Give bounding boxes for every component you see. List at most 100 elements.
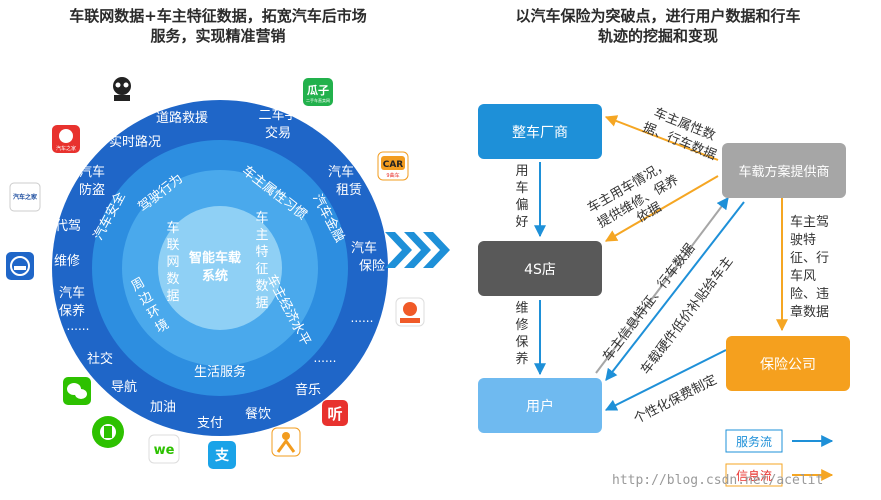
label-peripheral-environment-line: 边 <box>137 289 156 308</box>
label-car-preference-line: 用 <box>515 164 528 179</box>
label-peripheral-environment-line: 周 <box>129 275 148 294</box>
car-app-sub-label: 9曲车 <box>386 172 399 179</box>
legend-service-box <box>725 429 783 453</box>
label-rental-1: 汽车 <box>328 164 354 180</box>
label-repair: 维修 <box>54 254 80 269</box>
arrow-insurer-to-user <box>604 349 727 411</box>
navigation-app-icon <box>92 416 124 448</box>
label-car-preference-line: 车 <box>515 180 528 196</box>
label-driving-risk-data-line: 驶特 <box>790 233 816 248</box>
wechat-app-icon <box>63 377 91 405</box>
right-title-line2: 轨迹的挖掘和变现 <box>597 27 718 45</box>
wepay-label: we <box>154 443 175 458</box>
legend-info-label: 信息流 <box>736 468 772 483</box>
autohome-red-icon: 汽车之家 <box>52 125 80 153</box>
label-used-car-2: 交易 <box>265 125 291 141</box>
label-owner-traits-data-line: 特 <box>255 245 268 260</box>
label-vehicle-network-data-line: 据 <box>166 289 179 304</box>
left-title-line2: 服务，实现精准营销 <box>150 27 286 45</box>
label-peripheral-environment-line: 环 <box>145 303 164 322</box>
arrow-insurer-to-provider-hw <box>605 201 745 381</box>
label-catering: 餐饮 <box>245 406 271 422</box>
label-realtime-traffic: 实时路况 <box>109 134 161 150</box>
node-oem <box>478 104 602 159</box>
legend-service-label: 服务流 <box>736 434 772 449</box>
label-used-car-1: 二车手 <box>258 107 297 123</box>
label-owner-traits-data: 车主特征数据 <box>255 210 268 311</box>
label-navigation: 导航 <box>111 379 137 395</box>
label-designated-driving: 代驾 <box>55 219 81 234</box>
right-title-line1: 以汽车保险为突破点，进行用户数据和行车 <box>515 7 801 25</box>
alipay-app-icon: 支 <box>208 441 236 469</box>
autohome-blue-label: 汽车之家 <box>13 193 37 201</box>
label-repair-maintenance-line: 维 <box>515 301 528 316</box>
catering-app-icon <box>271 427 301 457</box>
blog-watermark: http://blog.csdn.net/acelit <box>612 473 824 488</box>
autohome-blue-icon: 汽车之家 <box>9 182 41 212</box>
arrow-provider-to-4s <box>604 175 719 242</box>
wepay-app-icon: we <box>148 434 180 464</box>
label-driving-risk-data-line: 车主驾 <box>790 214 829 230</box>
car-app-label: CAR <box>383 160 404 170</box>
label-peripheral-environment-line: 境 <box>153 317 172 336</box>
label-car-preference-line: 偏 <box>515 198 528 213</box>
label-anti-theft-1: 汽车 <box>79 164 105 180</box>
node-user <box>478 378 602 433</box>
steering-wheel-app-icon <box>6 252 34 280</box>
label-road-rescue: 道路救援 <box>156 110 208 126</box>
label-refuel: 加油 <box>150 400 176 415</box>
music-app-label: 听 <box>327 405 342 423</box>
label-owner-info-traits: 车主信息特征、行车数据 <box>599 241 698 365</box>
guazi-sub-label: 二手车直卖网 <box>306 97 330 103</box>
label-driving-risk-data-line: 险、违 <box>790 287 829 302</box>
label-owner-traits-data-line: 主 <box>255 228 268 243</box>
node-4s-shop <box>478 241 602 296</box>
node-provider <box>722 143 846 198</box>
rescue-robot-icon <box>108 76 136 102</box>
label-vehicle-network-data-line: 联 <box>166 238 179 253</box>
label-personalized-premium: 个性化保费制定 <box>631 373 719 428</box>
label-anti-theft-2: 防盗 <box>79 182 105 198</box>
transition-chevrons-icon <box>385 232 450 268</box>
label-middle-dots: ...... <box>314 351 337 365</box>
label-repair-maintenance-line: 修 <box>515 318 528 333</box>
label-payment: 支付 <box>197 416 223 431</box>
node-oem-label: 整车厂商 <box>512 124 568 141</box>
arrow-user-to-provider <box>595 197 729 374</box>
location-pin-app-icon <box>395 297 425 327</box>
label-social: 社交 <box>87 351 113 367</box>
alipay-label: 支 <box>214 447 230 464</box>
node-user-label: 用户 <box>526 398 554 415</box>
left-title-line1: 车联网数据+车主特征数据，拓宽汽车后市场 <box>69 7 367 25</box>
label-vehicle-network-data-line: 网 <box>166 255 179 270</box>
node-4s-label: 4S店 <box>524 262 556 278</box>
label-vehicle-network-data-line: 数 <box>166 272 179 287</box>
label-car-preference-line: 好 <box>515 215 528 230</box>
label-insurance-1: 汽车 <box>351 240 377 256</box>
label-driving-risk-data-line: 章数据 <box>790 304 829 320</box>
legend-info-box <box>725 463 783 487</box>
label-owner-traits-data-line: 征 <box>255 262 268 277</box>
node-insurer <box>726 336 850 391</box>
label-repair-maintenance-line: 保 <box>515 335 528 350</box>
label-life-service: 生活服务 <box>194 364 246 380</box>
label-music: 音乐 <box>295 382 321 398</box>
label-vehicle-network-data: 车联网数据 <box>166 220 179 304</box>
node-insurer-label: 保险公司 <box>760 357 816 373</box>
center-label-line1: 智能车载 <box>189 250 241 266</box>
label-vehicle-network-data-line: 车 <box>166 220 179 236</box>
label-insurance-2: 保险 <box>359 259 385 274</box>
arrow-provider-to-oem <box>604 115 719 161</box>
label-driving-risk-data-line: 车风 <box>790 268 816 284</box>
node-provider-label: 车载方案提供商 <box>738 164 829 180</box>
guazi-label: 瓜子 <box>307 84 329 97</box>
guazi-app-icon: 瓜子 二手车直卖网 <box>303 78 333 106</box>
label-driving-risk-data-line: 征、行 <box>790 251 829 266</box>
label-outer-dots-right: ...... <box>351 311 374 325</box>
center-circle <box>158 206 282 330</box>
